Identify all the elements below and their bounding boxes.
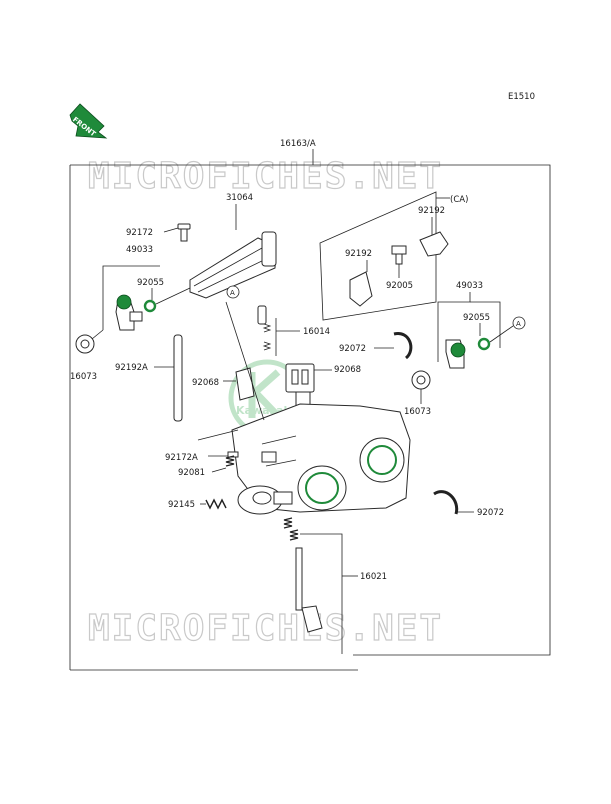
ref-marker-right: A [512, 316, 526, 330]
part-92172a-screw [227, 451, 239, 458]
part-16073-right [411, 370, 431, 390]
label-16014: 16014 [303, 327, 330, 337]
label-49033-left: 49033 [126, 245, 153, 255]
part-16073-left [75, 334, 95, 354]
label-31064: 31064 [226, 193, 253, 203]
svg-text:A: A [230, 289, 235, 297]
ca-subframe [319, 191, 437, 321]
part-16021-screw [283, 517, 323, 633]
assembly-frame [70, 164, 551, 656]
label-92081: 92081 [178, 468, 205, 478]
watermark-top: MICROFICHES.NET [88, 156, 443, 197]
label-16073-left: 16073 [70, 372, 97, 382]
label-92145: 92145 [168, 500, 195, 510]
watermark-bottom: MICROFICHES.NET [88, 608, 443, 649]
label-92055-right: 92055 [463, 313, 490, 323]
part-92192a-hose [173, 334, 183, 422]
label-92068-right: 92068 [334, 365, 361, 375]
label-92068-left: 92068 [192, 378, 219, 388]
part-92081-spring [225, 455, 235, 467]
label-49033-right: 49033 [456, 281, 483, 291]
part-92172 [177, 223, 191, 242]
label-92005: 92005 [386, 281, 413, 291]
label-92172a: 92172A [165, 453, 198, 463]
svg-text:A: A [516, 320, 521, 328]
part-92055-right-oring [477, 337, 491, 351]
label-92072-top: 92072 [339, 344, 366, 354]
part-49033-right-fitting [445, 339, 466, 369]
part-92192-hose-top [419, 231, 449, 257]
ref-marker-left: A [226, 285, 240, 299]
label-92192a: 92192A [115, 363, 148, 373]
part-throttle-pulley [237, 485, 293, 515]
label-16073-right: 16073 [404, 407, 431, 417]
part-31064 [189, 231, 277, 299]
label-92192-top: 92192 [418, 206, 445, 216]
part-92072-clamp-bottom [433, 490, 459, 515]
label-92055-left: 92055 [137, 278, 164, 288]
part-throttle-body [231, 403, 411, 513]
part-92192-hose-mid [349, 271, 373, 307]
part-92072-clamp-top [393, 332, 413, 360]
label-16163a: 16163/A [280, 139, 316, 149]
diagram-code: E1510 [508, 92, 535, 102]
label-92072-bottom: 92072 [477, 508, 504, 518]
label-92192-mid: 92192 [345, 249, 372, 259]
label-ca: (CA) [450, 195, 468, 205]
part-92055-left-oring [143, 299, 157, 313]
part-92145-spring [205, 498, 227, 510]
part-92005-fitting [391, 245, 407, 265]
label-92172: 92172 [126, 228, 153, 238]
front-arrow-icon: FRONT [69, 103, 108, 139]
label-16021: 16021 [360, 572, 387, 582]
part-16014-spring [257, 305, 272, 351]
part-49033-left-fitting [115, 294, 143, 331]
